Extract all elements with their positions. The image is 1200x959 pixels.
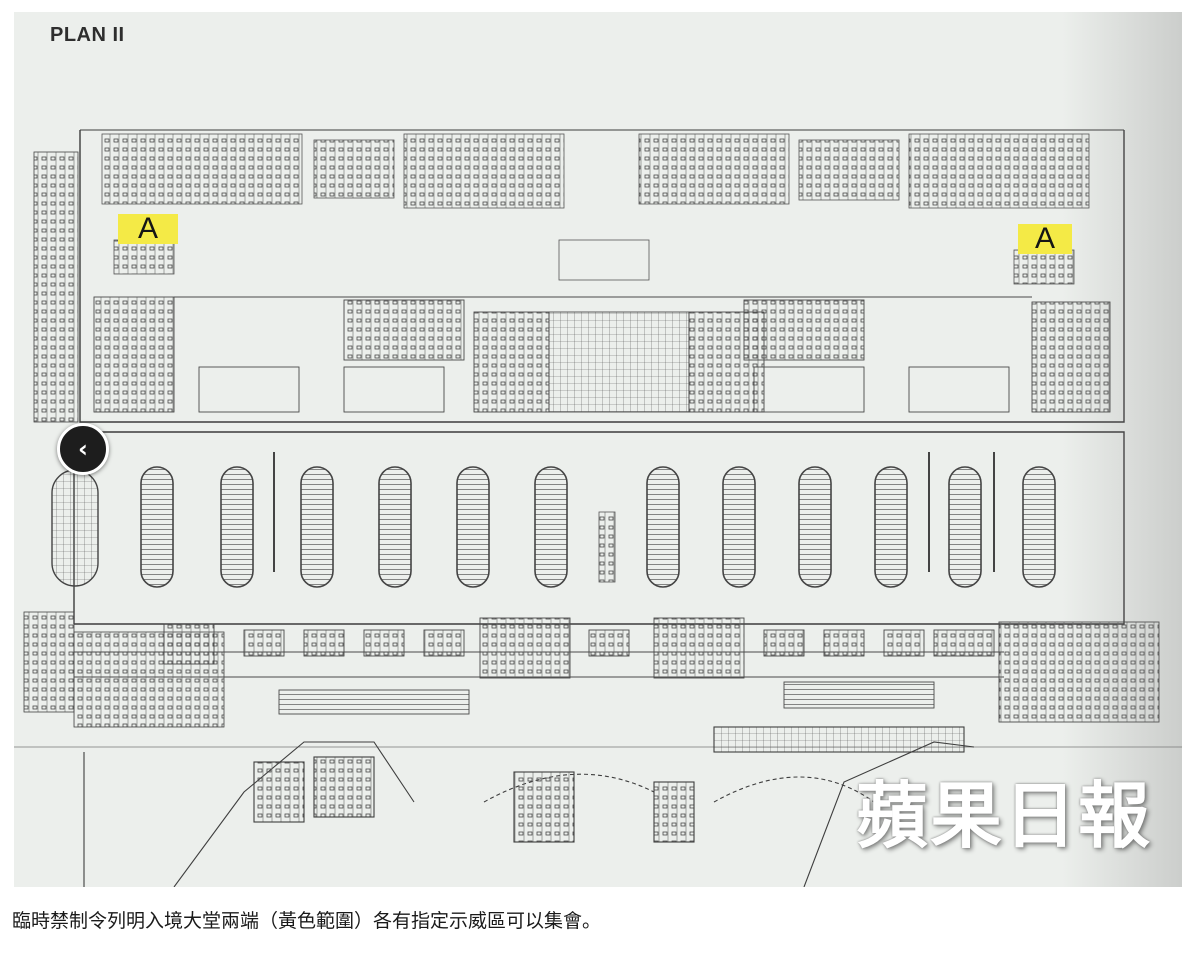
chevron-left-icon: ‹ (78, 435, 88, 463)
image-caption: 臨時禁制令列明入境大堂兩端（黃色範圍）各有指定示威區可以集會。 (12, 910, 602, 932)
plan-title: PLAN II (50, 24, 125, 46)
zone-a-right-label: A (1018, 224, 1072, 254)
floor-plan-photo: PLAN II A A 蘋果日報 (14, 12, 1182, 887)
gallery-back-button[interactable]: ‹ (57, 423, 109, 475)
paper-shadow (1062, 12, 1182, 887)
watermark-logo: 蘋果日報 (856, 774, 1153, 858)
middle-office-band (93, 296, 1111, 413)
bottom-area (14, 726, 1182, 887)
top-service-band (101, 133, 1090, 285)
baggage-carousels (51, 452, 1056, 588)
floor-plan-drawing (14, 129, 1182, 887)
zone-a-left-label: A (118, 214, 178, 244)
lower-counters-band (74, 617, 1160, 723)
